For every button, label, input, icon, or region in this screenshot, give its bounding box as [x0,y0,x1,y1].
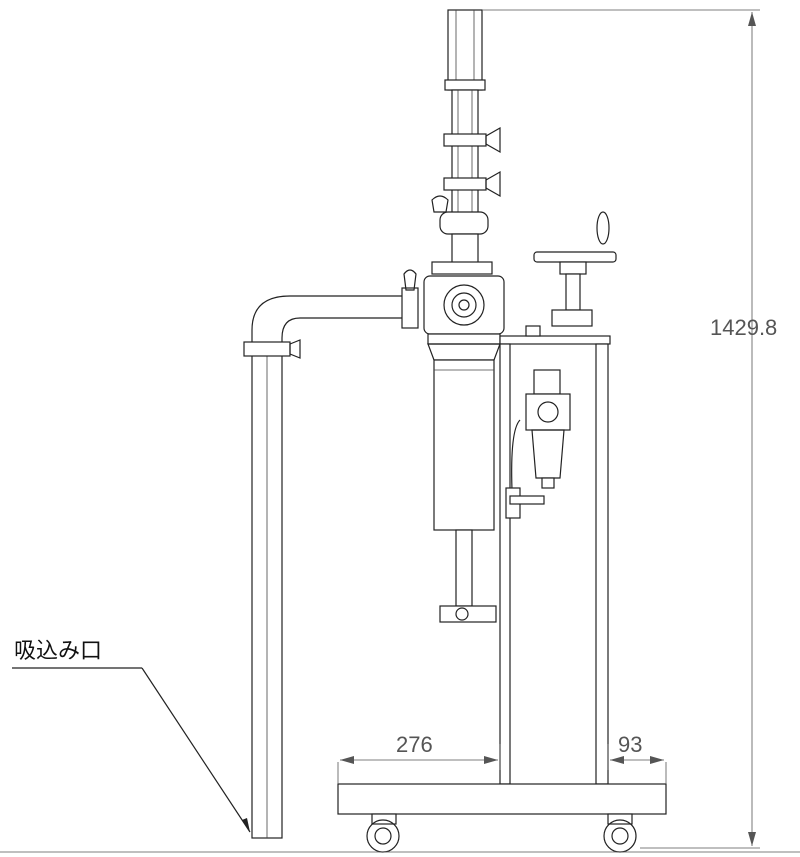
inlet-label: 吸込み口 [14,639,102,664]
dimension-276-text: 276 [396,732,433,757]
height-dimension: 1429.8 [482,9,777,849]
caster-right [603,813,637,853]
elbow-fitting [431,195,493,275]
width-dimension-left: 276 [337,732,501,784]
width-dimension-right: 93 [607,732,667,784]
caster-left [366,813,400,853]
inlet-leader: 吸込み口 [12,639,251,833]
base-plate [337,783,667,815]
dimension-93-text: 93 [618,732,642,757]
suction-pipe [243,269,419,839]
pump-cylinder [427,343,501,623]
pump-head [423,275,505,345]
filter-regulator [505,369,571,519]
stand-frame [499,211,617,785]
dimension-height-text: 1429.8 [710,315,777,340]
pipe-clamps-upper [443,126,501,198]
